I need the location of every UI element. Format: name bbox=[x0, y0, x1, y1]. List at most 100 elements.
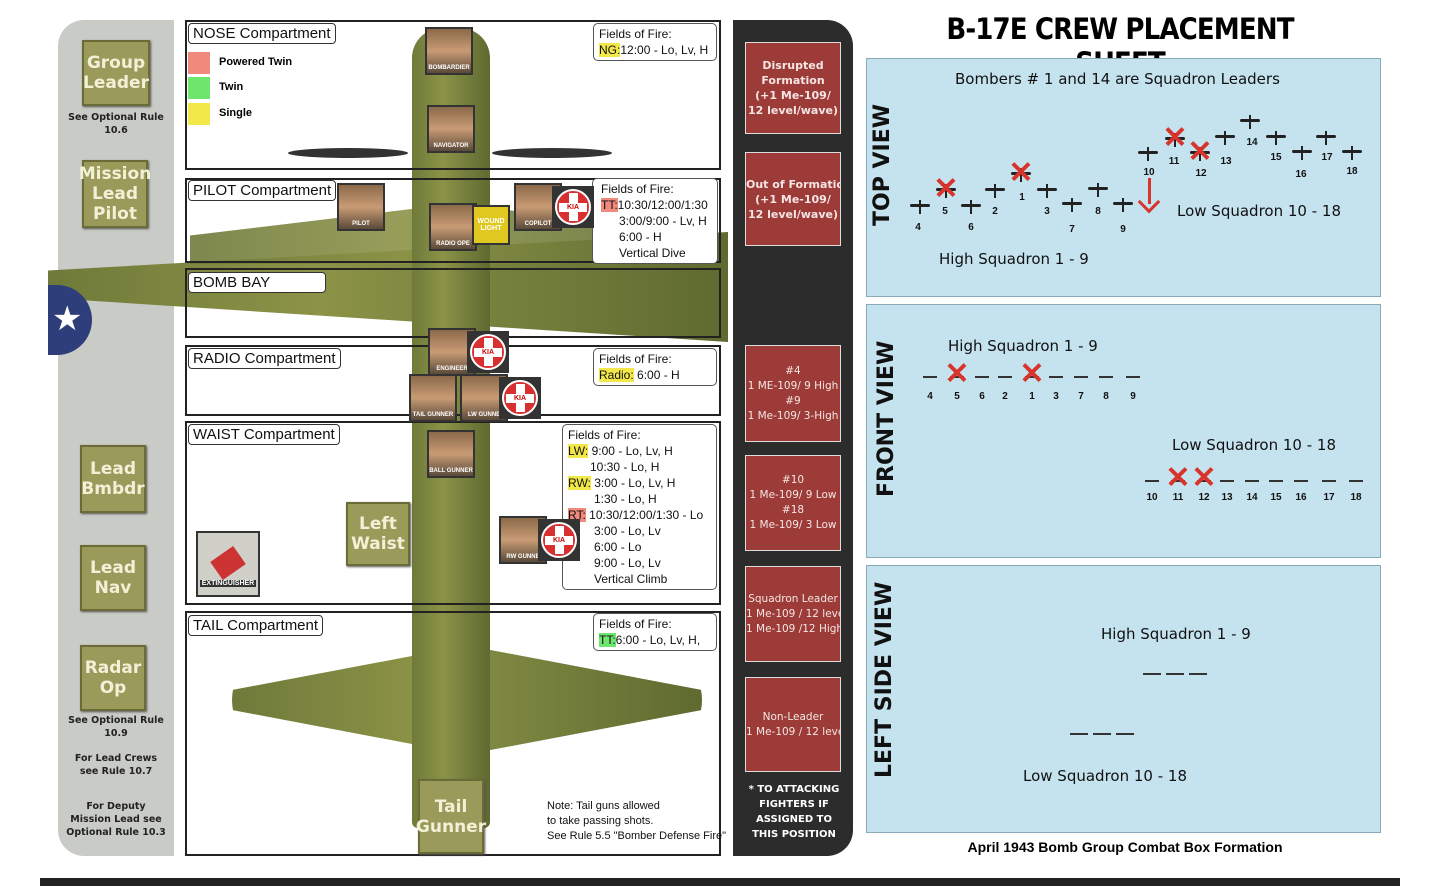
destroyed-x-marker: ✕ bbox=[1019, 357, 1045, 391]
bomber-icon[interactable] bbox=[1342, 146, 1362, 160]
legend-twin: Twin bbox=[219, 81, 244, 93]
bomber-icon[interactable] bbox=[950, 376, 964, 378]
bomber-icon[interactable] bbox=[1292, 146, 1312, 160]
nose-fields-of-fire: Fields of Fire: NG:12:00 - Lo, Lv, H bbox=[593, 23, 717, 61]
engineer-kia-marker[interactable]: KIA bbox=[467, 331, 509, 373]
nose-label: NOSE Compartment bbox=[188, 23, 336, 44]
bottom-edge bbox=[40, 878, 1400, 886]
lead-navigator-slot[interactable]: Lead Nav bbox=[80, 545, 146, 611]
bomber-number: 15 bbox=[1270, 152, 1282, 163]
tail-fields-of-fire: Fields of Fire: TT:6:00 - Lo, Lv, H, bbox=[593, 613, 717, 651]
bomber-icon[interactable] bbox=[1165, 133, 1185, 147]
ball-gunner-token[interactable]: BALL GUNNER bbox=[427, 430, 475, 478]
radar-operator-slot[interactable]: Radar Op bbox=[80, 645, 146, 711]
bomber-number: 2 bbox=[1002, 391, 1008, 402]
bomber-icon[interactable] bbox=[1240, 115, 1260, 129]
bomber-number: 11 bbox=[1172, 492, 1184, 503]
bomber-icon[interactable] bbox=[1126, 376, 1140, 378]
bomber-icon[interactable] bbox=[936, 184, 956, 198]
bomber-icon[interactable] bbox=[1025, 376, 1039, 378]
bomber-side-icon bbox=[1070, 733, 1088, 735]
bomber-icon[interactable] bbox=[1088, 183, 1108, 197]
bomber-icon[interactable] bbox=[1197, 480, 1211, 482]
front-view-panel bbox=[866, 304, 1381, 558]
down-arrow-icon bbox=[1148, 178, 1151, 204]
tail-gunner-slot[interactable]: Tail Gunner bbox=[416, 779, 486, 854]
bomber-icon[interactable] bbox=[1099, 376, 1113, 378]
bomber-icon[interactable] bbox=[1062, 198, 1082, 212]
bomber-icon[interactable] bbox=[1245, 480, 1259, 482]
bomber-icon[interactable] bbox=[975, 376, 989, 378]
destroyed-x-marker: ✕ bbox=[933, 172, 959, 206]
bomber-icon[interactable] bbox=[1138, 147, 1158, 161]
bomber-icon[interactable] bbox=[910, 200, 930, 214]
bomber-icon[interactable] bbox=[1190, 147, 1210, 161]
bomber-icon[interactable] bbox=[923, 376, 937, 378]
bomber-icon[interactable] bbox=[1266, 131, 1286, 145]
bomber-icon[interactable] bbox=[998, 376, 1012, 378]
bomber-icon[interactable] bbox=[985, 184, 1005, 198]
bomber-number: 7 bbox=[1078, 391, 1084, 402]
top-high-squadron-label: High Squadron 1 - 9 bbox=[939, 250, 1089, 268]
lead-bombardier-slot[interactable]: Lead Bmbdr bbox=[80, 445, 146, 513]
fof-title: Fields of Fire: bbox=[599, 617, 672, 631]
waist-fields-of-fire: Fields of Fire: LW: 9:00 - Lo, Lv, H 10:… bbox=[562, 424, 717, 590]
fof-line: 1:30 - Lo, H bbox=[594, 492, 657, 506]
radio-label: RADIO Compartment bbox=[188, 348, 341, 369]
fof-line: 10:30 - Lo, H bbox=[590, 460, 660, 474]
mission-lead-pilot-slot[interactable]: Mission Lead Pilot bbox=[79, 160, 151, 228]
lw-gunner-kia-marker[interactable]: KIA bbox=[499, 377, 541, 419]
bomber-icon[interactable] bbox=[1037, 184, 1057, 198]
bomber-icon[interactable] bbox=[1171, 480, 1185, 482]
group-leader-slot[interactable]: Group Leader bbox=[82, 40, 150, 106]
navigator-token[interactable]: NAVIGATOR bbox=[427, 105, 475, 153]
bomber-icon[interactable] bbox=[1349, 480, 1363, 482]
legend-swatch-powered-twin bbox=[188, 52, 210, 74]
pilot-fields-of-fire: Fields of Fire: TT:10:30/12:00/1:30 3:00… bbox=[592, 178, 718, 264]
waist-label: WAIST Compartment bbox=[188, 424, 340, 445]
wound-light-marker[interactable]: WOUND LIGHT bbox=[472, 205, 510, 245]
bomber-number: 2 bbox=[992, 206, 998, 217]
bomber-icon[interactable] bbox=[1215, 131, 1235, 145]
bomber-icon[interactable] bbox=[1294, 480, 1308, 482]
side-view-label: LEFT SIDE VIEW bbox=[872, 581, 897, 778]
rw-gunner-kia-marker[interactable]: KIA bbox=[538, 519, 580, 561]
tail-label: TAIL Compartment bbox=[188, 615, 324, 636]
bomber-side-icon bbox=[1189, 673, 1207, 675]
radio-operator-token[interactable]: RADIO OPE bbox=[429, 203, 477, 251]
extinguisher-token[interactable]: EXTINGUISHER bbox=[196, 531, 260, 597]
front-high-squadron-label: High Squadron 1 - 9 bbox=[948, 337, 1098, 355]
fof-line: 6:00 - Lo bbox=[594, 540, 642, 554]
left-waist-slot[interactable]: Left Waist bbox=[346, 502, 410, 566]
bomber-number: 18 bbox=[1346, 166, 1358, 177]
fof-line: 6:00 - H bbox=[619, 230, 662, 244]
copilot-kia-marker[interactable]: KIA bbox=[552, 186, 594, 228]
bomber-number: 17 bbox=[1321, 152, 1333, 163]
bomber-icon[interactable] bbox=[1322, 480, 1336, 482]
bomber-icon[interactable] bbox=[1316, 131, 1336, 145]
bombardier-token[interactable]: BOMBARDIER bbox=[425, 27, 473, 75]
destroyed-x-marker: ✕ bbox=[1008, 156, 1034, 190]
fof-line: Radio: 6:00 - H bbox=[599, 368, 680, 382]
bomber-icon[interactable] bbox=[1220, 480, 1234, 482]
bomber-side-icon bbox=[1166, 673, 1184, 675]
bomber-icon[interactable] bbox=[1074, 376, 1088, 378]
bomber-icon[interactable] bbox=[1269, 480, 1283, 482]
bomber-icon[interactable] bbox=[1145, 480, 1159, 482]
bomber-number: 10 bbox=[1143, 167, 1155, 178]
bomber-number: 16 bbox=[1295, 492, 1307, 503]
pilot-token[interactable]: PILOT bbox=[337, 183, 385, 231]
bomber-icon[interactable] bbox=[1113, 198, 1133, 212]
bomber-icon[interactable] bbox=[961, 200, 981, 214]
tail-gunner-token[interactable]: TAIL GUNNER bbox=[409, 374, 457, 422]
modifier-footnote: * TO ATTACKING FIGHTERS IF ASSIGNED TO T… bbox=[748, 784, 840, 840]
propeller-icon bbox=[288, 148, 408, 158]
bomber-icon[interactable] bbox=[1011, 168, 1031, 182]
bomber-icon[interactable] bbox=[1049, 376, 1063, 378]
out-of-formation-box[interactable]: Out of Formation(+1 Me-109/12 level/wave… bbox=[745, 152, 841, 246]
